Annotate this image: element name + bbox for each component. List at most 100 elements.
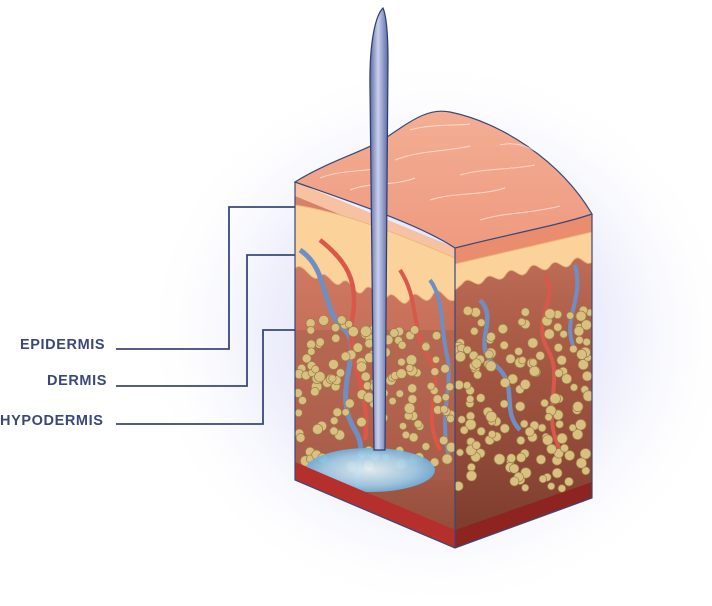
fat-globule <box>577 349 587 359</box>
fat-globule <box>397 369 407 379</box>
fat-globule <box>307 326 315 334</box>
fat-globule <box>432 331 441 340</box>
fat-globule <box>520 420 528 428</box>
fat-globule <box>455 352 465 362</box>
fat-globule <box>454 380 463 389</box>
fat-globule <box>442 394 449 401</box>
fat-globule <box>552 468 562 478</box>
fat-globule <box>427 382 435 390</box>
fat-globule <box>439 436 448 445</box>
fat-globule <box>570 384 577 391</box>
fat-globule <box>554 343 562 351</box>
fat-globule <box>467 395 474 402</box>
fat-globule <box>433 395 442 404</box>
fat-globule <box>476 394 485 403</box>
epidermis-label: EPIDERMIS <box>20 337 105 353</box>
fat-globule <box>477 427 485 435</box>
fat-globule <box>389 397 396 404</box>
fat-globule <box>517 436 525 444</box>
fat-globule <box>510 477 519 486</box>
fat-globule <box>554 323 562 331</box>
fat-globule <box>500 341 508 349</box>
fat-globule <box>539 475 547 483</box>
fat-globule <box>583 338 591 346</box>
fat-globule <box>494 454 505 465</box>
fat-globule <box>460 426 468 434</box>
fat-globule <box>345 399 354 408</box>
fat-globule <box>329 375 336 382</box>
fat-globule <box>331 323 339 331</box>
fat-globule <box>536 351 545 360</box>
fat-globule <box>498 324 508 334</box>
fat-globule <box>458 416 466 424</box>
fat-globule <box>580 449 591 460</box>
fat-globule <box>431 368 439 376</box>
fat-globule <box>399 423 406 430</box>
fat-globule <box>500 378 510 388</box>
fat-globule <box>477 319 485 327</box>
fat-globule <box>529 359 537 367</box>
fat-globule <box>337 316 346 325</box>
fat-globule <box>422 443 430 451</box>
fat-globule <box>544 329 554 339</box>
fat-globule <box>486 361 497 372</box>
fat-globule <box>466 471 476 481</box>
fat-globule <box>548 483 555 490</box>
fat-globule <box>576 311 586 321</box>
fat-globule <box>345 320 352 327</box>
fat-globule <box>515 402 525 412</box>
fat-globule <box>316 338 324 346</box>
fat-globule <box>543 435 553 445</box>
fat-globule <box>295 409 303 417</box>
fat-globule <box>515 347 523 355</box>
fat-globule <box>463 382 471 390</box>
fat-globule <box>487 332 496 341</box>
fat-globule <box>500 424 509 433</box>
fat-globule <box>296 434 305 443</box>
fat-globule <box>336 369 344 377</box>
fat-globule <box>313 424 323 434</box>
fat-globule <box>565 477 574 486</box>
fat-globule <box>312 365 320 373</box>
fat-globule <box>330 427 338 435</box>
fat-globule <box>557 355 567 365</box>
fat-globule <box>364 392 374 402</box>
fat-globule <box>510 464 519 473</box>
fat-globule <box>302 354 311 363</box>
fat-globule <box>408 384 417 393</box>
fat-globule <box>538 424 546 432</box>
fat-globule <box>561 444 569 452</box>
fat-globule <box>472 441 480 449</box>
fat-globule <box>422 343 430 351</box>
fat-globule <box>406 355 417 366</box>
fat-globule <box>298 396 306 404</box>
fat-globule <box>440 405 448 413</box>
fat-globule <box>406 364 413 371</box>
fat-globule <box>570 345 578 353</box>
fat-globule <box>541 399 549 407</box>
hypodermis-label: HYPODERMIS <box>0 413 104 429</box>
fat-globule <box>507 454 516 463</box>
fat-globule <box>467 463 475 471</box>
fat-globule <box>330 417 338 425</box>
fat-globule <box>404 403 415 414</box>
fat-globule <box>500 400 508 408</box>
fat-globule <box>360 326 371 337</box>
right-face <box>453 214 594 548</box>
fat-globule <box>556 420 564 428</box>
fat-globule <box>342 409 349 416</box>
fat-globule <box>319 315 329 325</box>
fat-globule <box>464 346 472 354</box>
fat-globule <box>576 458 586 468</box>
fat-globule <box>402 431 410 439</box>
fat-globule <box>474 371 482 379</box>
fat-globule <box>520 379 530 389</box>
fat-globule <box>341 352 350 361</box>
fat-globule <box>518 318 526 326</box>
fat-globule <box>311 387 320 396</box>
fat-globule <box>463 306 472 315</box>
fat-globule <box>398 341 406 349</box>
fat-globule <box>446 383 454 391</box>
fat-globule <box>555 369 563 377</box>
fat-globule <box>521 308 529 316</box>
